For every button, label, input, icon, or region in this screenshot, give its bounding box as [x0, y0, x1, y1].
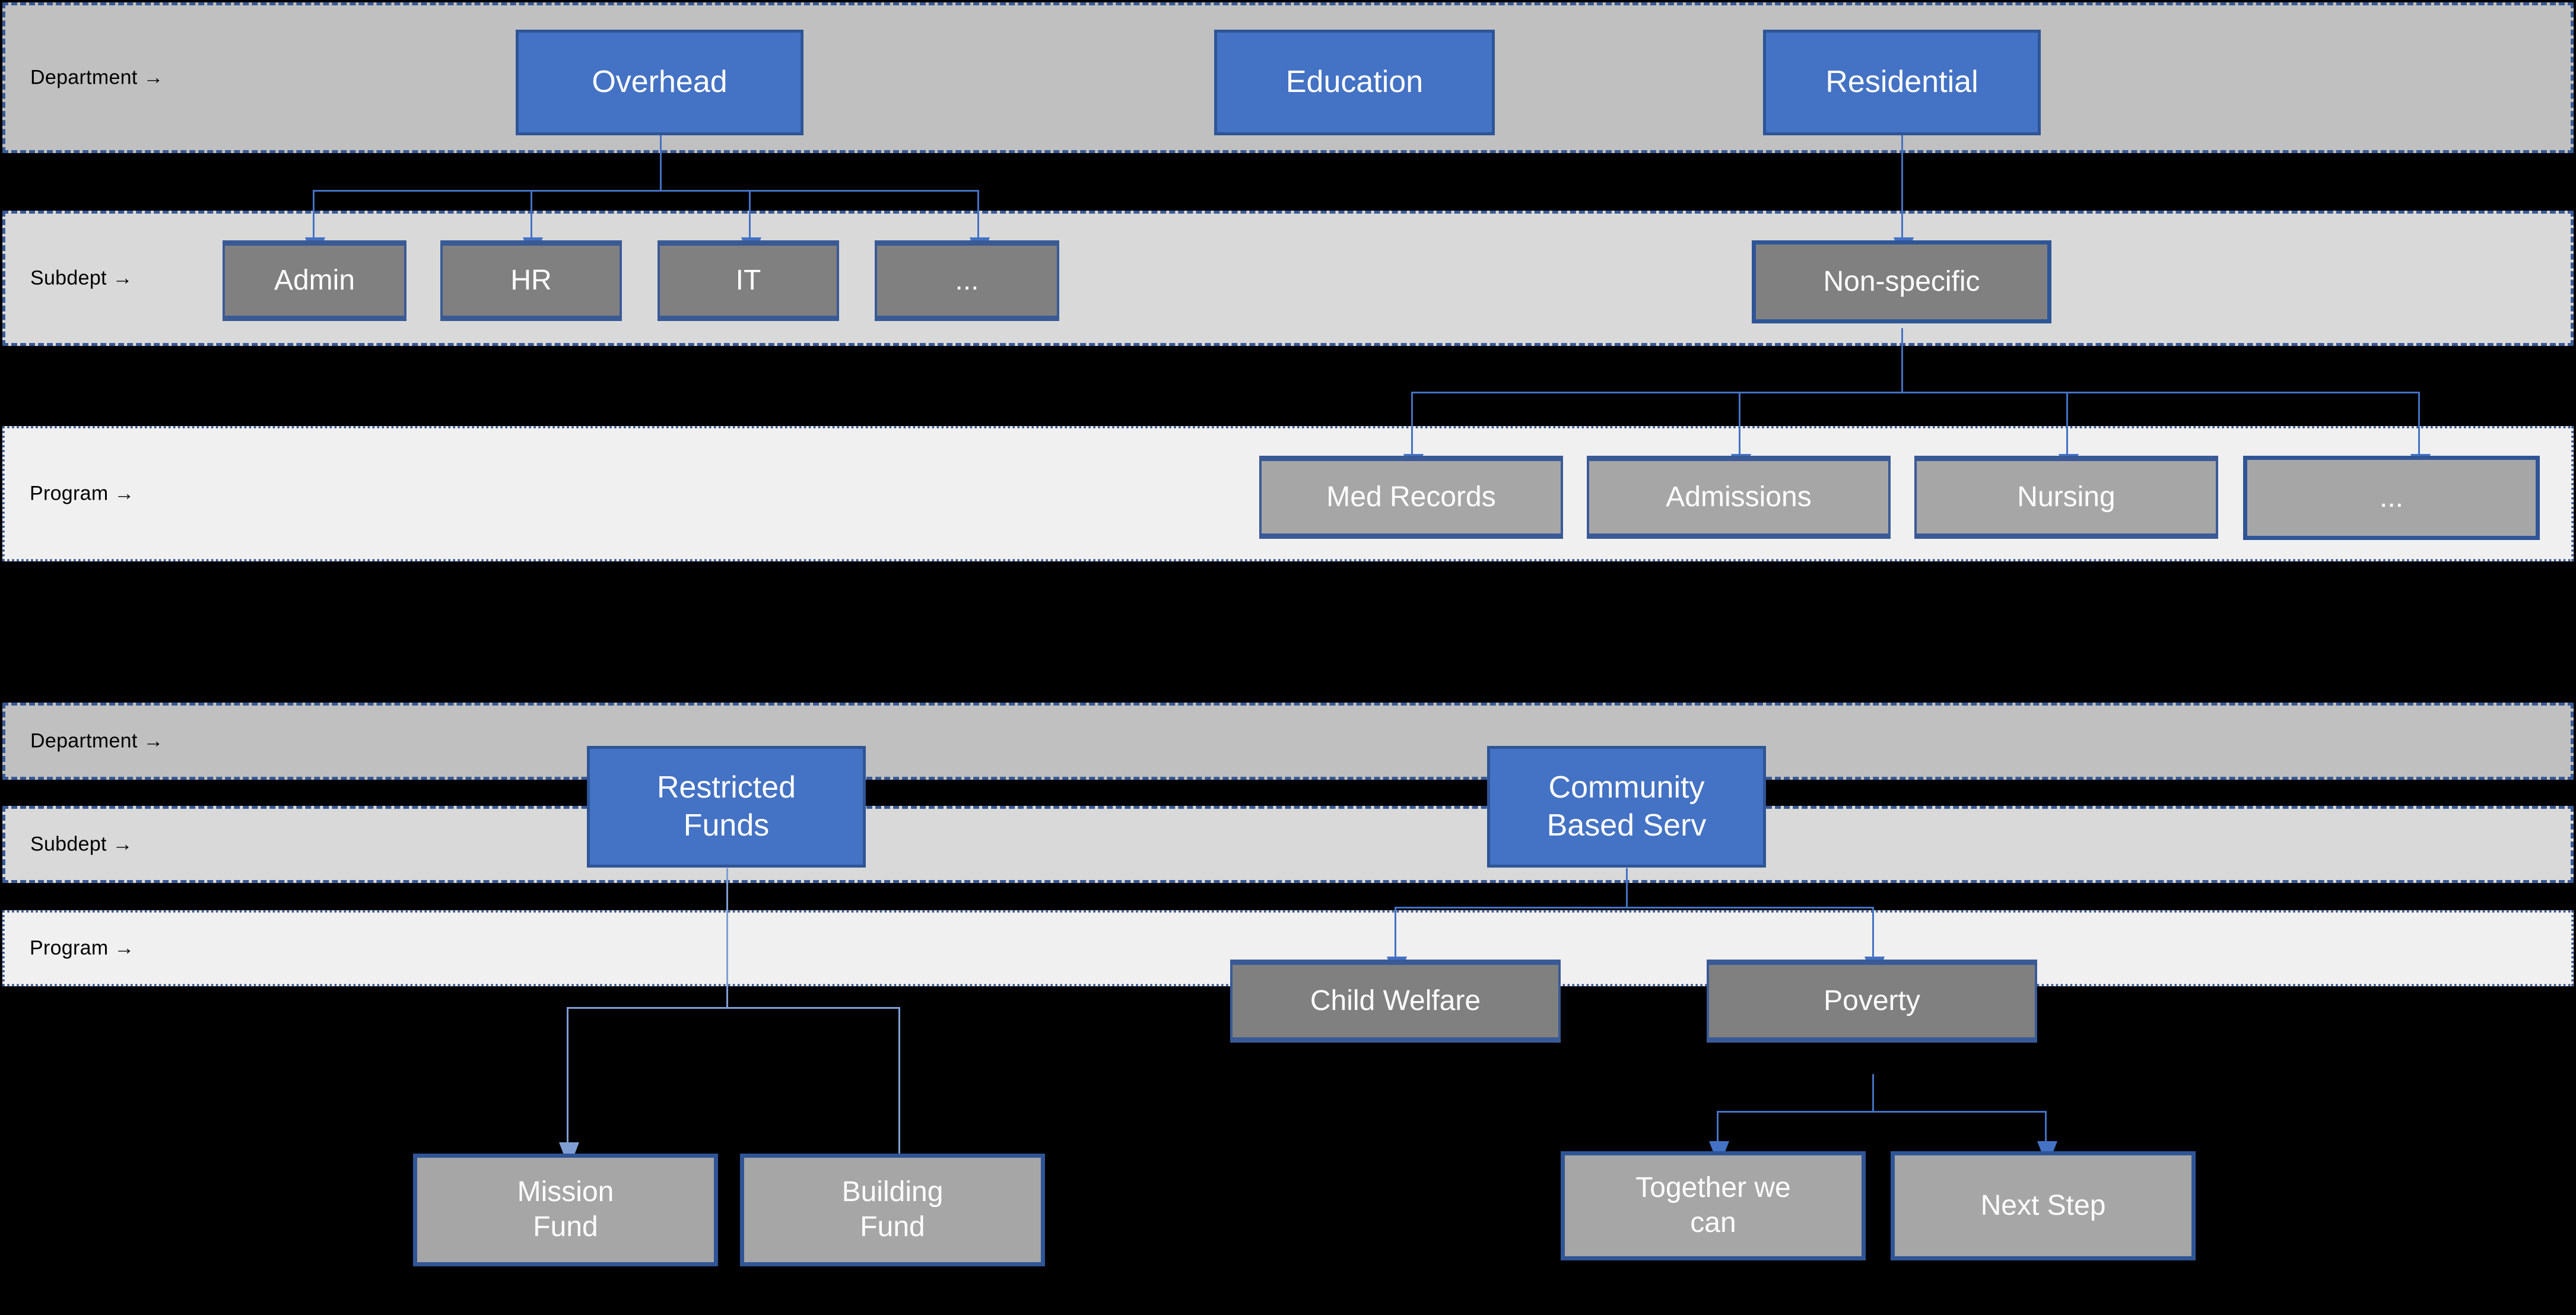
- connector-to-child-welfare: [1395, 907, 1396, 961]
- top-program-row-label: Program →: [30, 482, 135, 505]
- mission-fund-line-2: Fund: [533, 1211, 598, 1243]
- subdept-node-poverty[interactable]: Poverty: [1707, 960, 2037, 1043]
- bottom-subdept-band: Subdept →: [2, 806, 2574, 883]
- connector-residential-to-nonspecific: [1901, 135, 1903, 239]
- subdept-node-more[interactable]: ...: [875, 240, 1059, 321]
- top-department-row-label: Department →: [30, 66, 164, 89]
- subdept-node-child-welfare[interactable]: Child Welfare: [1230, 960, 1561, 1043]
- together-we-can-line-1: Together we: [1635, 1172, 1791, 1204]
- connector-poverty-stem: [1872, 1074, 1874, 1113]
- connector-poverty-bus: [1717, 1111, 2047, 1113]
- building-fund-line-1: Building: [841, 1176, 944, 1208]
- dept-node-restricted-funds[interactable]: Restricted Funds: [587, 746, 866, 868]
- program-node-building-fund[interactable]: Building Fund: [740, 1154, 1045, 1266]
- dept-node-residential[interactable]: Residential: [1763, 30, 2041, 135]
- connector-to-together-we-can: [1717, 1111, 1719, 1167]
- subdept-node-non-specific[interactable]: Non-specific: [1752, 240, 2051, 323]
- dept-node-community-based-serv[interactable]: Community Based Serv: [1487, 746, 1766, 868]
- bottom-department-row-label: Department →: [30, 729, 164, 752]
- connector-to-poverty: [1872, 907, 1874, 961]
- connector-restricted-bus: [567, 1007, 900, 1009]
- top-subdept-row-label: Subdept →: [30, 266, 133, 290]
- connector-to-mission-fund: [567, 1007, 568, 1168]
- connector-overhead-to-admin: [313, 190, 315, 239]
- connector-cbs-stem: [1626, 868, 1628, 909]
- connector-nonspecific-stem: [1901, 328, 1903, 393]
- subdept-node-it[interactable]: IT: [658, 240, 839, 321]
- restricted-funds-line-2: Funds: [683, 808, 770, 843]
- together-we-can-line-2: can: [1690, 1207, 1736, 1238]
- bottom-department-band: Department →: [2, 703, 2574, 780]
- connector-overhead-stem: [660, 135, 662, 192]
- top-subdept-band: Subdept →: [2, 211, 2574, 346]
- program-node-med-records[interactable]: Med Records: [1259, 456, 1563, 539]
- connector-cbs-bus: [1395, 907, 1873, 909]
- community-based-serv-line-2: Based Serv: [1546, 808, 1707, 843]
- building-fund-line-2: Fund: [860, 1211, 925, 1243]
- connector-to-nursing: [2066, 392, 2068, 457]
- dept-node-overhead[interactable]: Overhead: [516, 30, 803, 135]
- program-node-admissions[interactable]: Admissions: [1587, 456, 1891, 539]
- program-node-more[interactable]: ...: [2243, 456, 2540, 540]
- mission-fund-line-1: Mission: [517, 1176, 614, 1208]
- connector-to-program-more: [2418, 392, 2420, 457]
- connector-overhead-to-hr: [531, 190, 532, 239]
- dept-node-education[interactable]: Education: [1214, 30, 1495, 135]
- subdept-node-hr[interactable]: HR: [440, 240, 622, 321]
- bottom-subdept-row-label: Subdept →: [30, 833, 133, 856]
- community-based-serv-line-1: Community: [1548, 770, 1705, 805]
- program-node-next-step[interactable]: Next Step: [1891, 1151, 2196, 1260]
- connector-overhead-bus: [313, 190, 979, 192]
- connector-nonspecific-bus: [1411, 392, 2418, 393]
- connector-to-admissions: [1739, 392, 1740, 457]
- connector-restricted-stem: [726, 868, 728, 1008]
- program-node-mission-fund[interactable]: Mission Fund: [413, 1154, 718, 1266]
- program-node-together-we-can[interactable]: Together we can: [1561, 1151, 1866, 1260]
- program-node-nursing[interactable]: Nursing: [1914, 456, 2218, 539]
- connector-to-med-records: [1411, 392, 1413, 457]
- connector-overhead-to-more: [977, 190, 979, 239]
- restricted-funds-line-1: Restricted: [656, 770, 796, 805]
- connector-to-next-step: [2045, 1111, 2047, 1167]
- connector-to-building-fund: [898, 1007, 900, 1168]
- bottom-program-row-label: Program →: [30, 936, 135, 960]
- subdept-node-admin[interactable]: Admin: [223, 240, 406, 321]
- connector-overhead-to-it: [749, 190, 751, 239]
